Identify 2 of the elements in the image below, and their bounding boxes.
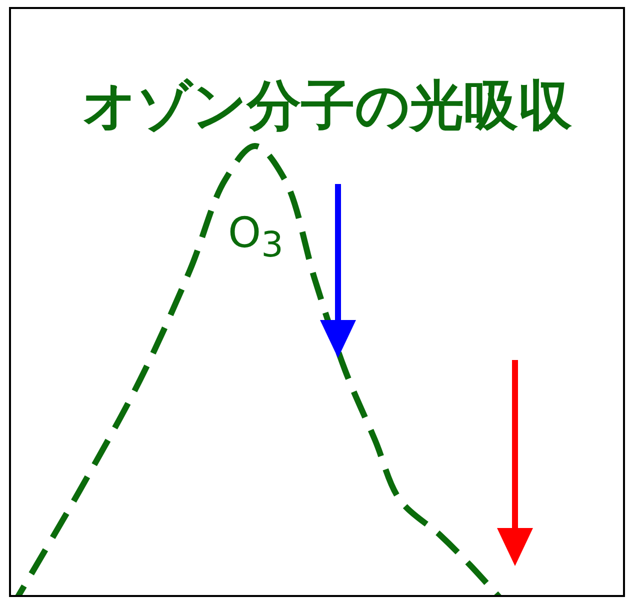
molecule-label: O$_{3}$ — [228, 208, 284, 268]
diagram-title: オゾン分子の光吸収 — [82, 74, 572, 138]
